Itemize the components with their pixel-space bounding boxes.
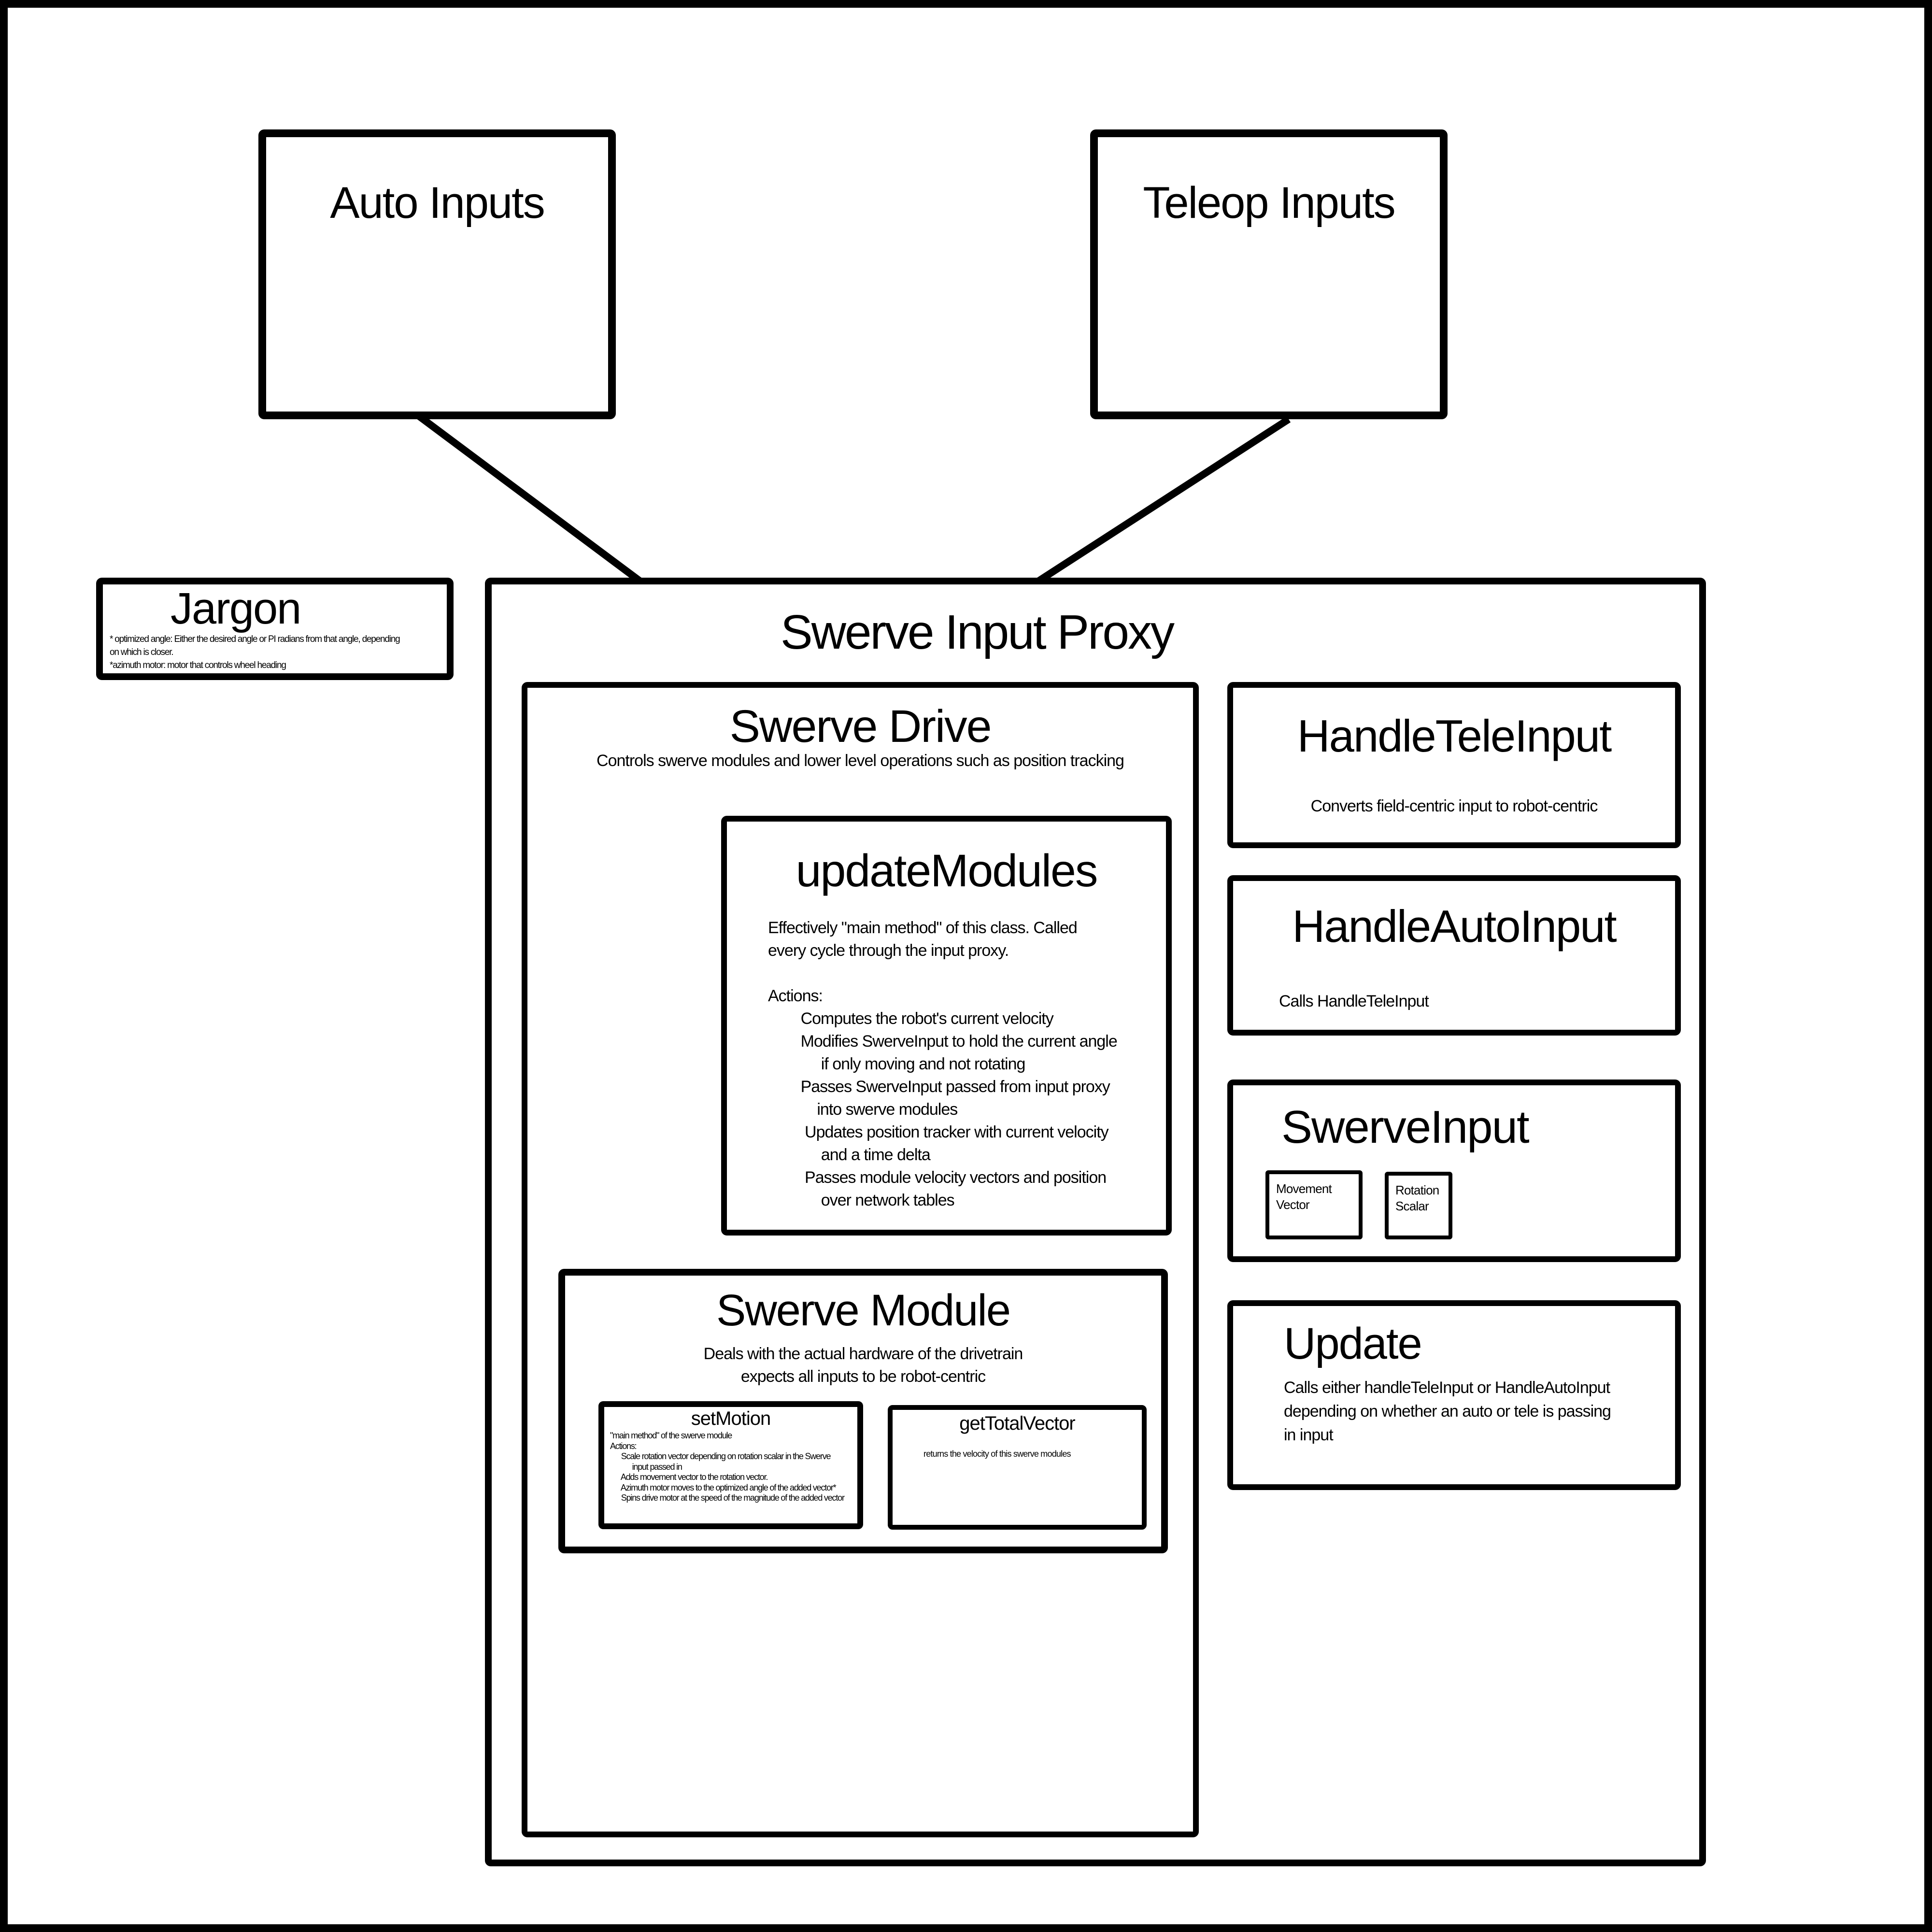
- handle-auto-input-box: HandleAutoInput Calls HandleTeleInput: [1227, 875, 1681, 1036]
- rotation-scalar-label: Rotation Scalar: [1395, 1183, 1439, 1213]
- swerve-drive-description: Controls swerve modules and lower level …: [597, 752, 1124, 770]
- jargon-title: Jargon: [170, 584, 301, 633]
- movement-vector-box: Movement Vector: [1265, 1170, 1363, 1239]
- swerve-input-proxy-box: Swerve Input Proxy Swerve Drive Controls…: [485, 578, 1706, 1866]
- set-motion-box: setMotion "main method" of the swerve mo…: [598, 1401, 863, 1529]
- swerve-input-title: SwerveInput: [1281, 1101, 1530, 1153]
- update-modules-description: Effectively "main method" of this class.…: [768, 919, 1118, 1209]
- swerve-module-description: Deals with the actual hardware of the dr…: [703, 1345, 1023, 1386]
- update-modules-box: updateModules Effectively "main method" …: [721, 816, 1172, 1236]
- teleop-inputs-title: Teleop Inputs: [1143, 178, 1395, 227]
- jargon-definitions: * optimized angle: Either the desired an…: [110, 634, 400, 670]
- connector-auto-inputs-to-proxy: [417, 413, 642, 584]
- connector-teleop-inputs-to-proxy: [1036, 416, 1291, 584]
- swerve-input-box: SwerveInput Movement Vector Rotation Sca…: [1227, 1080, 1681, 1262]
- update-box: Update Calls either handleTeleInput or H…: [1227, 1300, 1681, 1490]
- handle-tele-input-box: HandleTeleInput Converts field-centric i…: [1227, 682, 1681, 848]
- swerve-module-title: Swerve Module: [716, 1286, 1011, 1335]
- swerve-drive-title: Swerve Drive: [729, 701, 992, 752]
- auto-inputs-box: Auto Inputs: [258, 129, 616, 419]
- get-total-vector-title: getTotalVector: [959, 1413, 1076, 1434]
- get-total-vector-description: returns the velocity of this swerve modu…: [923, 1449, 1071, 1459]
- update-description: Calls either handleTeleInput or HandleAu…: [1284, 1378, 1611, 1444]
- auto-inputs-title: Auto Inputs: [330, 178, 545, 227]
- swerve-module-box: Swerve Module Deals with the actual hard…: [558, 1269, 1168, 1553]
- swerve-drive-box: Swerve Drive Controls swerve modules and…: [522, 682, 1199, 1837]
- set-motion-title: setMotion: [691, 1408, 771, 1429]
- rotation-scalar-box: Rotation Scalar: [1385, 1172, 1452, 1239]
- swerve-input-proxy-title: Swerve Input Proxy: [781, 605, 1175, 659]
- handle-tele-input-description: Converts field-centric input to robot-ce…: [1310, 797, 1598, 815]
- jargon-box: Jargon * optimized angle: Either the des…: [96, 578, 454, 680]
- handle-tele-input-title: HandleTeleInput: [1297, 710, 1612, 761]
- get-total-vector-box: getTotalVector returns the velocity of t…: [888, 1405, 1147, 1530]
- handle-auto-input-description: Calls HandleTeleInput: [1279, 992, 1429, 1010]
- movement-vector-label: Movement Vector: [1276, 1181, 1332, 1212]
- set-motion-description: "main method" of the swerve module Actio…: [610, 1431, 845, 1503]
- update-title: Update: [1284, 1319, 1422, 1368]
- handle-auto-input-title: HandleAutoInput: [1292, 901, 1617, 952]
- teleop-inputs-box: Teleop Inputs: [1090, 129, 1448, 419]
- update-modules-title: updateModules: [796, 845, 1098, 896]
